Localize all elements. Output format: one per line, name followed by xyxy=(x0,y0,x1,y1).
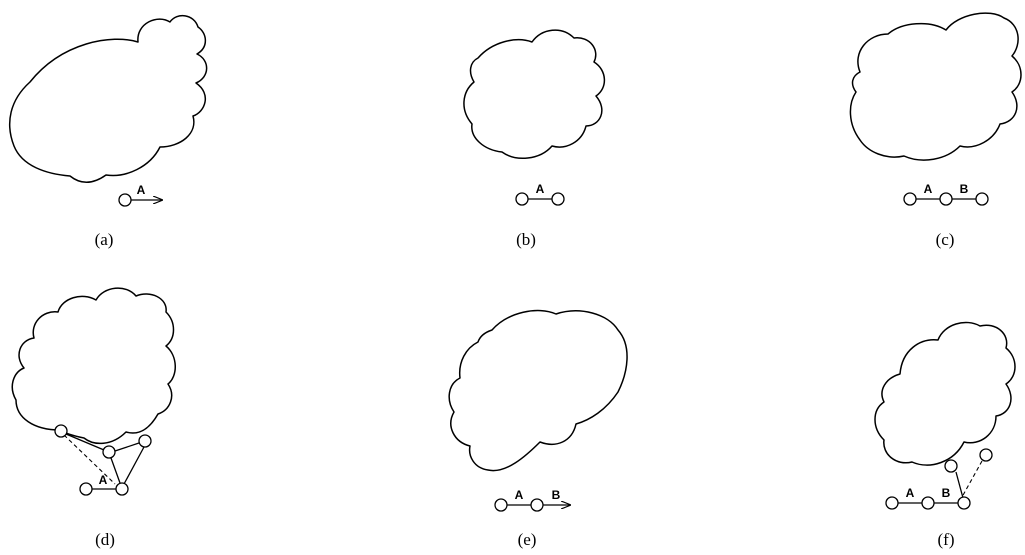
edge-label-f-b: B xyxy=(942,486,951,500)
node-c-1 xyxy=(903,192,917,206)
node-f-5 xyxy=(957,496,971,510)
edge-label-b-a: A xyxy=(536,182,545,196)
node-f-3 xyxy=(885,496,899,510)
cluster-blob-d xyxy=(11,287,176,445)
edge-label-d-a: A xyxy=(99,473,108,487)
node-f-4 xyxy=(921,496,935,510)
caption-b: (b) xyxy=(516,230,536,249)
edge-f-2 xyxy=(955,471,964,499)
edge-label-c-a: A xyxy=(924,182,933,196)
node-d-2 xyxy=(102,445,116,459)
node-c-2 xyxy=(939,192,953,206)
panel-a: A (a) xyxy=(8,15,208,249)
caption-f: (f) xyxy=(938,530,955,549)
cluster-blob-e xyxy=(448,309,628,472)
cluster-blob-c xyxy=(849,12,1022,161)
node-d-3 xyxy=(138,434,152,448)
panel-d: A (d) xyxy=(11,287,176,549)
node-b-1 xyxy=(515,192,529,206)
panel-f: A B (f) xyxy=(874,321,1016,549)
panel-b: A (b) xyxy=(463,29,606,249)
node-f-2 xyxy=(979,448,993,462)
edge-label-c-b: B xyxy=(960,182,969,196)
cluster-blob-a xyxy=(8,15,208,183)
dashed-link-d-1 xyxy=(63,434,116,485)
node-c-3 xyxy=(975,192,989,206)
node-d-5 xyxy=(115,482,129,496)
edge-label-f-a: A xyxy=(906,486,915,500)
node-d-4 xyxy=(79,482,93,496)
node-e-1 xyxy=(494,498,508,512)
node-a-1 xyxy=(118,193,132,207)
cluster-blob-b xyxy=(463,29,606,159)
panel-c: A B (c) xyxy=(849,12,1022,249)
edge-label-e-a: A xyxy=(515,488,524,502)
cluster-blob-f xyxy=(874,321,1016,466)
edge-label-e-b: B xyxy=(552,488,561,502)
node-e-2 xyxy=(530,498,544,512)
node-d-1 xyxy=(54,424,68,438)
edge-d-3 xyxy=(114,442,140,452)
edge-d-5 xyxy=(123,446,145,485)
dashed-link-f-1 xyxy=(961,460,983,498)
edge-d-2 xyxy=(65,433,105,451)
caption-c: (c) xyxy=(936,230,955,249)
node-b-2 xyxy=(551,192,565,206)
edge-label-a-a: A xyxy=(137,183,146,197)
node-f-1 xyxy=(944,459,958,473)
caption-a: (a) xyxy=(95,230,114,249)
panel-e: A B (e) xyxy=(448,309,628,549)
caption-e: (e) xyxy=(518,530,537,549)
caption-d: (d) xyxy=(95,530,115,549)
edge-d-4 xyxy=(110,457,121,484)
